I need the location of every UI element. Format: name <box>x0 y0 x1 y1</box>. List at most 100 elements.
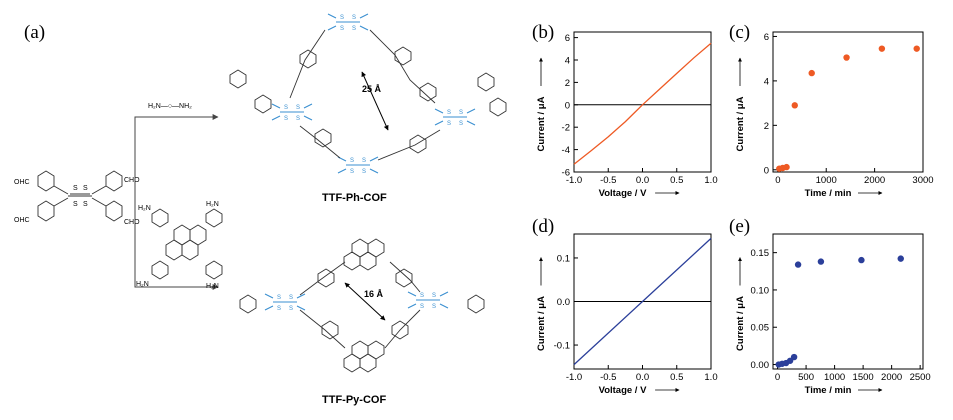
svg-text:S: S <box>340 15 344 21</box>
svg-text:S: S <box>352 15 356 21</box>
svg-text:S: S <box>352 26 356 32</box>
svg-text:S: S <box>73 185 78 192</box>
svg-text:S: S <box>73 201 78 208</box>
data-point <box>817 258 825 265</box>
data-point <box>858 256 865 264</box>
x-tick-label: -1.0 <box>566 372 582 383</box>
cof-label-top: TTF-Ph-COF <box>322 192 387 204</box>
svg-text:S: S <box>284 105 288 111</box>
data-point <box>790 353 798 361</box>
data-point <box>794 261 802 268</box>
x-tick-label: 1500 <box>853 372 874 383</box>
svg-text:S: S <box>284 116 288 122</box>
y-tick-label: 4 <box>565 56 570 67</box>
y-tick-label: 2 <box>565 78 570 89</box>
x-tick-label: 2000 <box>881 372 902 383</box>
plot-frame <box>573 31 712 173</box>
y-tick-label: 0.05 <box>751 323 770 334</box>
y-tick-label: 0.15 <box>751 248 770 259</box>
y-tick-label: 0.10 <box>751 285 770 296</box>
x-axis-label: Voltage / V <box>599 385 648 396</box>
cof-label-bottom: TTF-Py-COF <box>322 394 386 406</box>
pore-size-top: 25 Å <box>362 84 382 94</box>
x-tick-label: -0.5 <box>600 372 616 383</box>
svg-text:S: S <box>432 293 436 299</box>
y-tick-label: 0 <box>764 165 769 176</box>
y-tick-label: 4 <box>764 76 769 87</box>
x-tick-label: 0.0 <box>636 372 649 383</box>
svg-text:S: S <box>277 295 281 301</box>
svg-text:H₂N: H₂N <box>138 205 151 212</box>
panel-label-c: (c) <box>729 22 750 43</box>
panel-label-b: (b) <box>532 22 554 43</box>
y-tick-label: 0 <box>565 100 570 111</box>
x-tick-label: 0.5 <box>670 175 683 186</box>
panel-label-a: (a) <box>24 22 45 43</box>
data-point <box>783 163 790 171</box>
svg-text:S: S <box>459 110 463 116</box>
y-axis-label: Current / μA <box>536 296 547 351</box>
pyrene-tetraamine-molecule: H₂N H₂N H₂N H₂N <box>136 201 223 290</box>
svg-text:S: S <box>289 306 293 312</box>
x-tick-label: 1000 <box>816 175 837 186</box>
svg-text:H₂N: H₂N <box>206 201 219 208</box>
svg-text:S: S <box>459 121 463 127</box>
svg-text:CHO: CHO <box>124 177 140 184</box>
svg-text:S: S <box>83 201 88 208</box>
x-tick-label: 2500 <box>910 372 931 383</box>
reaction-arrow-bottom <box>134 200 219 290</box>
y-axis-label: Current / μA <box>536 96 547 151</box>
svg-text:S: S <box>83 185 88 192</box>
svg-text:S: S <box>362 169 366 175</box>
y-axis-label: Current / μA <box>735 296 746 351</box>
panel-label-e: (e) <box>729 216 750 237</box>
svg-text:S: S <box>289 295 293 301</box>
reaction-arrow-top <box>134 114 219 200</box>
x-tick-label: 1.0 <box>704 372 717 383</box>
svg-text:S: S <box>296 116 300 122</box>
plot-frame <box>772 31 924 173</box>
data-point <box>808 69 815 77</box>
pore-size-bottom: 16 Å <box>364 289 384 299</box>
x-tick-label: 1000 <box>824 372 845 383</box>
data-point <box>913 45 920 52</box>
svg-text:S: S <box>420 293 424 299</box>
svg-text:S: S <box>340 26 344 32</box>
x-tick-label: 0.0 <box>636 175 649 186</box>
data-point <box>843 54 850 61</box>
svg-text:OHC: OHC <box>14 217 30 224</box>
svg-text:S: S <box>362 158 366 164</box>
svg-text:H₂N: H₂N <box>206 283 219 290</box>
x-tick-label: 1.0 <box>704 175 717 186</box>
y-tick-label: 6 <box>764 32 769 43</box>
y-tick-label: 2 <box>764 121 769 132</box>
x-tick-label: 0 <box>775 175 780 186</box>
y-tick-label: -2 <box>562 123 570 134</box>
x-axis-label: Time / min <box>805 188 852 199</box>
svg-text:S: S <box>420 304 424 310</box>
x-tick-label: 0 <box>775 372 780 383</box>
y-axis-label: Current / μA <box>735 96 746 151</box>
svg-text:OHC: OHC <box>14 179 30 186</box>
series-line <box>573 237 712 366</box>
plot-frame <box>772 233 924 370</box>
x-tick-label: 0.5 <box>670 372 683 383</box>
x-tick-label: -0.5 <box>600 175 616 186</box>
y-tick-label: -6 <box>562 168 570 179</box>
data-point <box>786 357 794 364</box>
x-axis-label: Voltage / V <box>599 188 648 199</box>
svg-text:S: S <box>296 105 300 111</box>
x-tick-label: 2000 <box>864 175 885 186</box>
diamine-reagent: H₂N—○—NH₂ <box>148 103 192 110</box>
y-tick-label: -4 <box>562 145 570 156</box>
svg-text:CHO: CHO <box>124 219 140 226</box>
svg-text:S: S <box>350 169 354 175</box>
y-tick-label: 0.1 <box>557 253 570 264</box>
svg-text:S: S <box>350 158 354 164</box>
